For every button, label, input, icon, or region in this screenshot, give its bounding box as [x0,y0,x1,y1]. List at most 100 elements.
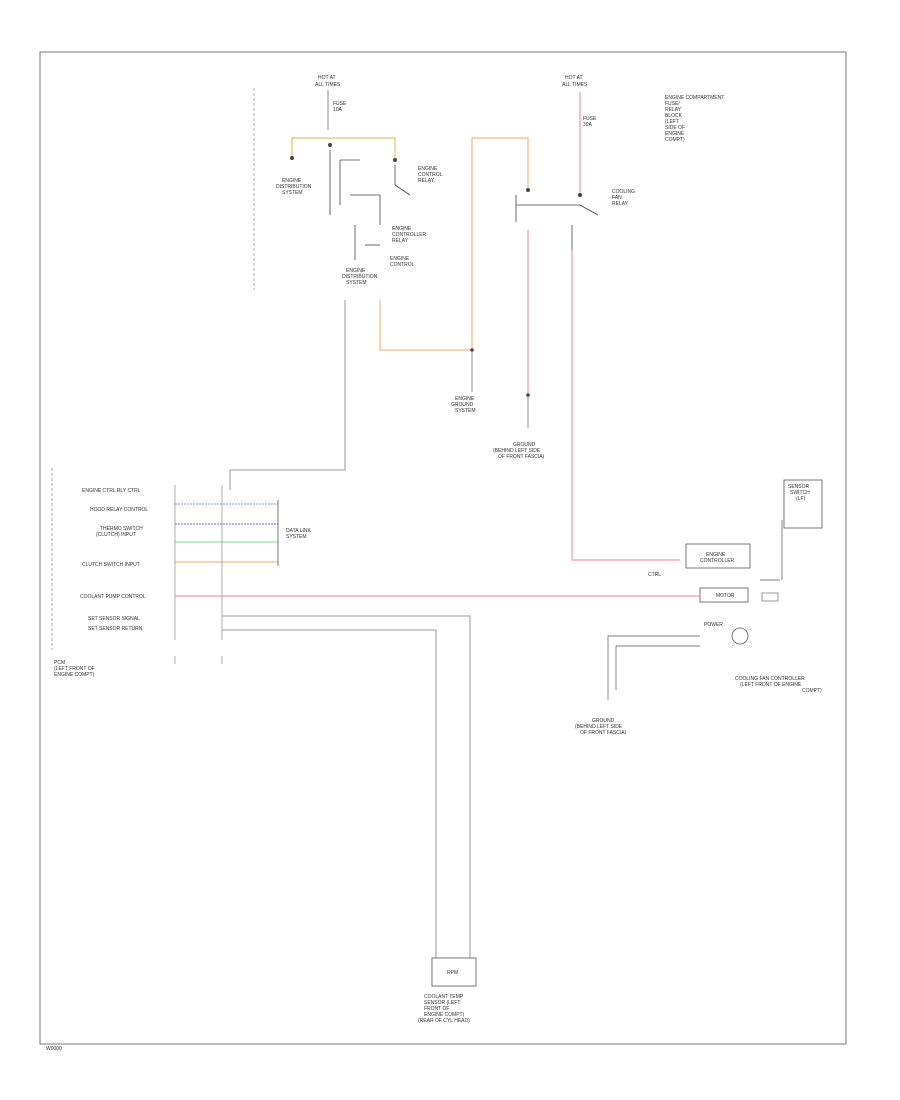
right-controller-label: COOLING FAN CONTROLLER (LEFT FRONT OF EN… [735,676,822,694]
engine-control-2-label: ENGINE CONTROL [390,256,415,268]
svg-text:SYSTEM: SYSTEM [346,280,367,286]
svg-text:COOLING: COOLING [612,189,635,195]
svg-text:FAN: FAN [612,195,622,201]
svg-text:CLUTCH SWITCH INPUT: CLUTCH SWITCH INPUT [82,562,140,568]
svg-text:COMPT): COMPT) [802,688,822,694]
svg-text:ENGINE: ENGINE [392,226,412,232]
svg-text:SWITCH: SWITCH [790,490,810,496]
svg-text:HOT AT: HOT AT [318,75,336,81]
svg-text:CTRL: CTRL [648,572,661,578]
svg-text:DISTRIBUTION: DISTRIBUTION [276,184,312,190]
engine-controller-relay-label: ENGINE CONTROLLER RELAY [392,226,427,244]
engine-distribution-label: ENGINE DISTRIBUTION SYSTEM [276,178,312,196]
svg-text:RPM: RPM [447,970,458,976]
cooling-fan-relay-contacts [515,187,599,250]
engine-distribution-2-label: ENGINE DISTRIBUTION SYSTEM [342,268,378,286]
engine-compartment-fuse-block-label: ENGINE COMPARTMENT FUSE/ RELAY BLOCK (LE… [665,95,724,143]
data-link-label: DATA LINK SYSTEM [286,528,311,540]
right-ground-wire [607,635,700,700]
yellow-wire [291,137,396,160]
svg-text:SYSTEM: SYSTEM [455,408,476,414]
svg-text:ENGINE: ENGINE [282,178,302,184]
svg-text:FUSE: FUSE [333,101,347,107]
svg-text:RELAY: RELAY [612,201,629,207]
svg-text:ENGINE COMPARTMENT: ENGINE COMPARTMENT [665,95,724,101]
svg-text:ALL TIMES: ALL TIMES [315,82,341,88]
svg-text:(LEFT FRONT OF ENGINE: (LEFT FRONT OF ENGINE [740,682,802,688]
svg-text:ENGINE: ENGINE [390,256,410,262]
svg-text:10A: 10A [333,107,343,113]
svg-text:(LF): (LF) [796,496,806,502]
svg-text:(BEHIND LEFT SIDE: (BEHIND LEFT SIDE [493,448,541,454]
svg-text:SENSOR (LEFT: SENSOR (LEFT [424,1000,460,1006]
svg-text:(LEFT: (LEFT [665,119,679,125]
svg-text:ENGINE COMPT): ENGINE COMPT) [424,1012,465,1018]
svg-text:ENGINE: ENGINE [665,131,685,137]
bottom-sensor-label: COOLANT TEMP SENSOR (LEFT FRONT OF ENGIN… [418,994,470,1024]
svg-text:30A: 30A [583,122,593,128]
svg-text:SYSTEM: SYSTEM [282,190,303,196]
top-right-sensor: SENSOR SWITCH (LF) [781,479,823,580]
sensor-return-wire [222,629,437,960]
svg-text:GROUND: GROUND [451,402,474,408]
svg-text:ENGINE COMPT): ENGINE COMPT) [54,672,95,678]
svg-text:DATA LINK: DATA LINK [286,528,311,534]
grey-signal-wire [229,300,346,490]
svg-text:RELAY: RELAY [392,238,409,244]
bottom-sensor: RPM [431,957,477,987]
footer-code: W0000 [46,1046,62,1052]
svg-text:SET SENSOR SIGNAL: SET SENSOR SIGNAL [88,616,140,622]
svg-text:COMPT): COMPT) [665,137,685,143]
svg-text:(BEHIND LEFT SIDE: (BEHIND LEFT SIDE [575,724,623,730]
svg-text:RELAY: RELAY [418,178,435,184]
svg-text:PCM: PCM [54,660,65,666]
svg-text:ENGINE: ENGINE [706,552,726,558]
svg-text:MOTOR: MOTOR [716,593,735,599]
pcm-pin-marks [174,485,223,664]
svg-text:COOLING FAN CONTROLLER: COOLING FAN CONTROLLER [735,676,805,682]
svg-text:GROUND: GROUND [592,718,615,724]
svg-text:DISTRIBUTION: DISTRIBUTION [342,274,378,280]
svg-text:FUSE/: FUSE/ [665,101,680,107]
right-power-feed: HOT AT ALL TIMES FUSE 30A [562,75,597,128]
svg-text:COOLANT PUMP CONTROL: COOLANT PUMP CONTROL [80,594,146,600]
red-power-wire [571,92,680,561]
right-controller: ENGINE CONTROLLER MOTOR POWER CTRL [648,543,780,645]
pcm-name-label: PCM (LEFT FRONT OF ENGINE COMPT) [54,660,95,678]
svg-text:ENGINE: ENGINE [346,268,366,274]
svg-text:ENGINE CTRL RLY CTRL: ENGINE CTRL RLY CTRL [82,488,141,494]
svg-text:GROUND: GROUND [513,442,536,448]
left-power-feed: HOT AT ALL TIMES FUSE 10A [315,75,347,130]
svg-text:THERMO SWITCH: THERMO SWITCH [100,526,143,532]
svg-text:BLOCK: BLOCK [665,113,683,119]
ground-right-label: GROUND (BEHIND LEFT SIDE OF FRONT FASCIA… [575,718,627,736]
svg-text:SET SENSOR RETURN: SET SENSOR RETURN [88,626,143,632]
orange-wire [379,137,529,351]
svg-text:OF FRONT FASCIA): OF FRONT FASCIA) [498,454,545,460]
svg-text:SIDE OF: SIDE OF [665,125,685,131]
relay-contacts-left [289,142,411,260]
svg-text:(LEFT FRONT OF: (LEFT FRONT OF [54,666,95,672]
cooling-fan-relay-label: COOLING FAN RELAY [612,189,635,207]
svg-text:SENSOR: SENSOR [788,484,810,490]
svg-text:FUSE: FUSE [583,116,597,122]
svg-text:ENGINE: ENGINE [418,166,438,172]
svg-text:ALL TIMES: ALL TIMES [562,82,588,88]
svg-text:COOLANT TEMP: COOLANT TEMP [424,994,464,1000]
svg-text:FRONT OF: FRONT OF [424,1006,449,1012]
diagram-border [39,51,847,1045]
svg-text:CONTROL: CONTROL [390,262,415,268]
svg-text:SYSTEM: SYSTEM [286,534,307,540]
svg-text:RELAY: RELAY [665,107,682,113]
data-link-bus [175,500,279,566]
svg-text:(CLUTCH) INPUT: (CLUTCH) INPUT [96,532,136,538]
engine-ground-label: ENGINE GROUND SYSTEM [451,396,476,414]
sensor-signal-wire [222,615,471,960]
ground-center-label: GROUND (BEHIND LEFT SIDE OF FRONT FASCIA… [493,442,545,460]
svg-text:CONTROLLER: CONTROLLER [700,558,735,564]
svg-text:CONTROL: CONTROL [418,172,443,178]
svg-text:POWER: POWER [704,622,723,628]
svg-text:OF FRONT FASCIA): OF FRONT FASCIA) [580,730,627,736]
svg-text:(REAR OF CYL HEAD): (REAR OF CYL HEAD) [418,1018,470,1024]
